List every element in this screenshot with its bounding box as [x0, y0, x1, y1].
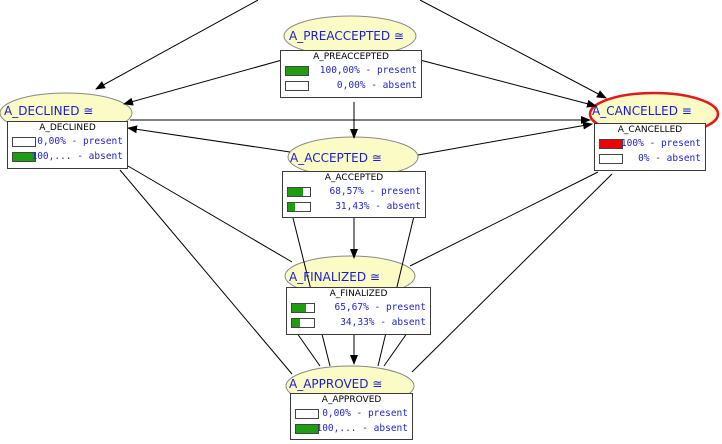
absent-row: 34,33% - absent	[287, 316, 430, 331]
absent-row: 0% - absent	[595, 152, 705, 167]
node-label-accepted[interactable]: A_ACCEPTED ≅	[290, 151, 382, 165]
node-label-declined[interactable]: A_DECLINED ≅	[4, 104, 94, 118]
probability-bar	[285, 66, 309, 76]
panel-finalized: A_FINALIZED 65,67% - present 34,33% - ab…	[286, 287, 431, 335]
bar-fill	[288, 203, 295, 211]
edge-top-to-declined	[95, 0, 259, 90]
edge-preaccepted-to-cancelled	[419, 59, 597, 108]
present-value: 68,57% - present	[329, 186, 421, 197]
probability-bar	[285, 81, 309, 91]
present-row: 100,00% - present	[281, 64, 421, 79]
probability-bar	[287, 202, 311, 212]
present-row: 0,00% - present	[8, 135, 127, 150]
panel-title: A_FINALIZED	[329, 289, 388, 299]
present-value: 100% - present	[620, 138, 701, 149]
probability-bar	[599, 154, 623, 164]
bar-fill	[292, 304, 307, 312]
absent-value: 100,... - absent	[31, 151, 123, 162]
bar-fill	[292, 319, 300, 327]
absent-row: 100,... - absent	[291, 422, 412, 437]
present-row: 0,00% - present	[291, 407, 412, 422]
absent-value: 100,... - absent	[316, 423, 408, 434]
bar-fill	[296, 425, 318, 433]
present-row: 68,57% - present	[283, 185, 425, 200]
present-row: 100% - present	[595, 137, 705, 152]
panel-preaccepted: A_PREACCEPTED 100,00% - present 0,00% - …	[280, 50, 422, 98]
node-label-cancelled[interactable]: A_CANCELLED ≡	[592, 104, 692, 118]
node-label-approved[interactable]: A_APPROVED ≅	[289, 377, 383, 391]
absent-row: 100,... - absent	[8, 150, 127, 165]
present-value: 0,00% - present	[37, 136, 123, 147]
panel-accepted: A_ACCEPTED 68,57% - present 31,43% - abs…	[282, 171, 426, 218]
probability-bar	[599, 139, 623, 149]
absent-row: 31,43% - absent	[283, 200, 425, 215]
probability-bar	[291, 318, 315, 328]
panel-title: A_DECLINED	[39, 123, 96, 133]
probability-bar	[12, 137, 36, 147]
bar-fill	[600, 140, 622, 148]
present-row: 65,67% - present	[287, 301, 430, 316]
panel-title: A_CANCELLED	[617, 125, 683, 135]
edge-top-to-cancelled	[419, 0, 607, 99]
present-value: 100,00% - present	[319, 65, 417, 76]
panel-title: A_ACCEPTED	[324, 173, 384, 183]
bar-fill	[286, 67, 308, 75]
present-value: 0,00% - present	[322, 408, 408, 419]
edge-cancelled-to-finalized	[409, 171, 599, 267]
panel-approved: A_APPROVED 0,00% - present 100,... - abs…	[290, 393, 413, 440]
absent-value: 0,00% - absent	[336, 80, 417, 91]
panel-title: A_APPROVED	[321, 395, 382, 405]
node-label-finalized[interactable]: A_FINALIZED ≅	[289, 270, 380, 284]
panel-cancelled: A_CANCELLED 100% - present 0% - absent	[594, 123, 706, 171]
edge-accepted-to-cancelled	[417, 121, 593, 156]
bar-fill	[13, 153, 35, 161]
node-label-preaccepted[interactable]: A_PREACCEPTED ≅	[289, 29, 404, 43]
probability-bar	[287, 187, 311, 197]
bar-fill	[288, 188, 304, 196]
probability-bar	[295, 409, 319, 419]
edge-preaccepted-to-declined	[123, 59, 283, 106]
edge-declined-to-finalized	[127, 165, 293, 263]
edge-cancelled-to-approved	[411, 173, 613, 373]
panel-title: A_PREACCEPTED	[313, 52, 389, 62]
edge-accepted-to-declined	[127, 125, 291, 153]
absent-row: 0,00% - absent	[281, 79, 421, 94]
absent-value: 31,43% - absent	[335, 201, 421, 212]
absent-value: 0% - absent	[638, 153, 701, 164]
probability-bar	[291, 303, 315, 313]
probability-bar	[12, 152, 36, 162]
present-value: 65,67% - present	[334, 302, 426, 313]
absent-value: 34,33% - absent	[340, 317, 426, 328]
edge-declined-to-approved	[119, 169, 293, 375]
probability-bar	[295, 424, 319, 434]
panel-declined: A_DECLINED 0,00% - present 100,... - abs…	[7, 121, 128, 169]
